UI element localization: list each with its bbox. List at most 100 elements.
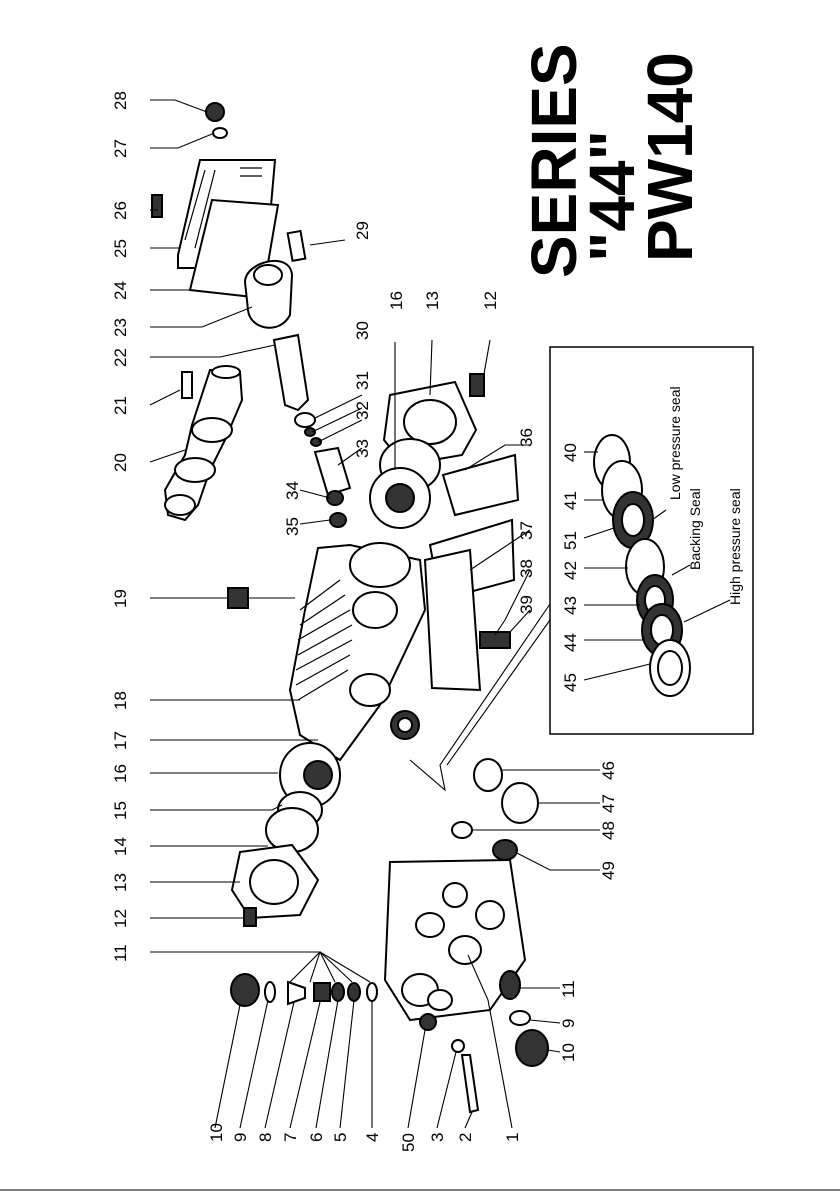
callout-25: 25 [111, 239, 130, 258]
leader-45 [584, 664, 650, 680]
leader-high-pressure [684, 600, 730, 622]
left-bearing-group [232, 743, 340, 926]
rear-cover-assembly [152, 103, 308, 410]
plug-50 [420, 1014, 436, 1030]
washer-3 [452, 1040, 464, 1052]
callout-32: 32 [353, 401, 372, 420]
callout-26: 26 [111, 201, 130, 220]
callout-13-right: 13 [423, 291, 442, 310]
callout-36: 36 [517, 428, 536, 447]
callout-39: 39 [517, 595, 536, 614]
title-model: PW140 [634, 52, 706, 262]
callout-51: 51 [561, 531, 580, 550]
callout-40: 40 [561, 443, 580, 462]
callout-15: 15 [111, 801, 130, 820]
low-pressure-seal-label: Low pressure seal [667, 386, 683, 500]
leader-low-pressure [652, 510, 666, 520]
callout-24: 24 [111, 281, 130, 300]
washer-48 [452, 822, 472, 838]
key-21 [182, 372, 192, 398]
callout-7: 7 [281, 1133, 300, 1142]
washer-35 [330, 513, 346, 527]
crankcase-18 [228, 543, 425, 760]
oil-plug-28 [206, 103, 224, 121]
callout-48: 48 [599, 821, 618, 840]
callout-2: 2 [456, 1133, 475, 1142]
callout-31: 31 [353, 371, 372, 390]
callout-37: 37 [517, 521, 536, 540]
dipstick-19 [228, 588, 248, 608]
callout-28: 28 [111, 91, 130, 110]
valve-8 [288, 982, 305, 1004]
o-ring-27 [213, 128, 227, 138]
callout-43: 43 [561, 596, 580, 615]
callout-19: 19 [111, 589, 130, 608]
callout-1: 1 [503, 1133, 522, 1142]
backing-seal-label: Backing Seal [687, 488, 703, 570]
callout-42: 42 [561, 561, 580, 580]
plug-10 [231, 974, 259, 1006]
callout-44: 44 [561, 633, 580, 652]
callout-6: 6 [307, 1133, 326, 1142]
callout-20: 20 [111, 453, 130, 472]
callout-16-left: 16 [111, 764, 130, 783]
callout-34: 34 [283, 481, 302, 500]
valve-11b [500, 971, 520, 999]
callout-49: 49 [599, 861, 618, 880]
callout-33: 33 [353, 439, 372, 458]
callout-4: 4 [363, 1133, 382, 1142]
callout-50: 50 [399, 1133, 418, 1152]
callout-14: 14 [111, 837, 130, 856]
callout-13-left: 13 [111, 873, 130, 892]
series-title: SERIES "44" PW140 [518, 43, 706, 278]
plug-10b [516, 1030, 548, 1066]
plug-47 [502, 783, 538, 823]
high-pressure-seal-label: High pressure seal [727, 488, 743, 605]
crankshaft-20 [165, 366, 242, 520]
ring-31 [305, 428, 315, 436]
callout-11-left: 11 [111, 944, 130, 962]
plunger-33 [315, 448, 350, 495]
callout-16-right: 16 [387, 291, 406, 310]
plate-36 [443, 455, 518, 515]
callout-46: 46 [599, 761, 618, 780]
callout-41: 41 [561, 491, 580, 510]
ring-32 [311, 438, 321, 446]
seat-6 [332, 983, 344, 1001]
leader-51 [584, 528, 614, 538]
o-ring-9 [265, 982, 275, 1002]
callout-38: 38 [517, 559, 536, 578]
callout-47: 47 [599, 794, 618, 813]
spring-7 [314, 983, 330, 1001]
pin-29 [288, 231, 306, 261]
callout-18: 18 [111, 691, 130, 710]
seal-51-bore [622, 504, 644, 536]
plug-46 [474, 759, 502, 791]
callout-8: 8 [256, 1133, 275, 1142]
washer-30 [295, 413, 315, 427]
callout-21: 21 [111, 396, 130, 415]
callout-29: 29 [353, 221, 372, 240]
callout-11-right: 11 [559, 980, 578, 998]
callout-30: 30 [353, 321, 372, 340]
screw-12b [244, 908, 256, 926]
screw-12 [470, 374, 484, 396]
callout-10-right: 10 [559, 1043, 578, 1062]
gasket-37 [425, 550, 480, 690]
o-ring-4 [367, 983, 377, 1001]
callout-9-right: 9 [559, 1019, 578, 1028]
callout-12-right: 12 [481, 291, 500, 310]
callout-23: 23 [111, 318, 130, 337]
callout-10-bottom: 10 [207, 1123, 226, 1142]
callout-27: 27 [111, 139, 130, 158]
callout-35: 35 [283, 517, 302, 536]
plunger-guide-22 [274, 335, 308, 410]
washer-49 [493, 840, 517, 860]
callout-17: 17 [111, 731, 130, 750]
callout-45: 45 [561, 673, 580, 692]
seal-45-bore [658, 651, 682, 685]
screw-26 [152, 195, 162, 217]
callout-5: 5 [331, 1133, 350, 1142]
callout-9-bottom: 9 [231, 1133, 250, 1142]
